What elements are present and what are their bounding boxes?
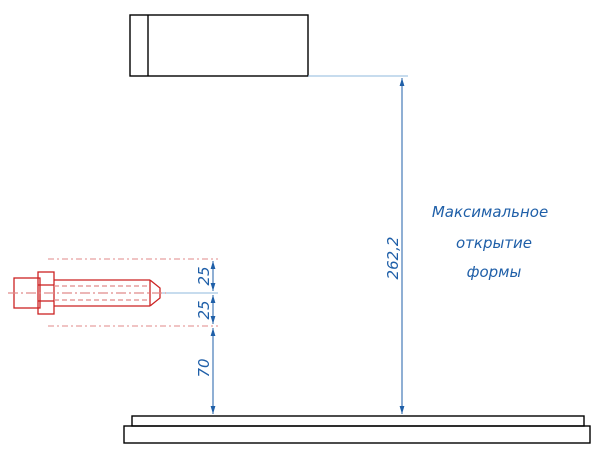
reference-lines	[48, 258, 218, 327]
stacked-dimensions: 25 25 70	[195, 261, 216, 414]
note-line-3: формы	[467, 263, 522, 281]
max-opening-note: Максимальное открытие формы	[432, 203, 548, 281]
note-line-1: Максимальное	[432, 203, 548, 221]
base-plate	[123, 415, 591, 444]
upper-gap-dimension-text: 25	[195, 266, 213, 285]
lower-gap-dimension-text: 25	[195, 300, 213, 319]
note-line-2: открытие	[456, 234, 532, 252]
upper-mold-block	[129, 14, 309, 77]
base-height-dimension-text: 70	[195, 358, 213, 377]
max-opening-dimension-text: 262,2	[384, 237, 402, 280]
bolt-part	[8, 271, 166, 315]
